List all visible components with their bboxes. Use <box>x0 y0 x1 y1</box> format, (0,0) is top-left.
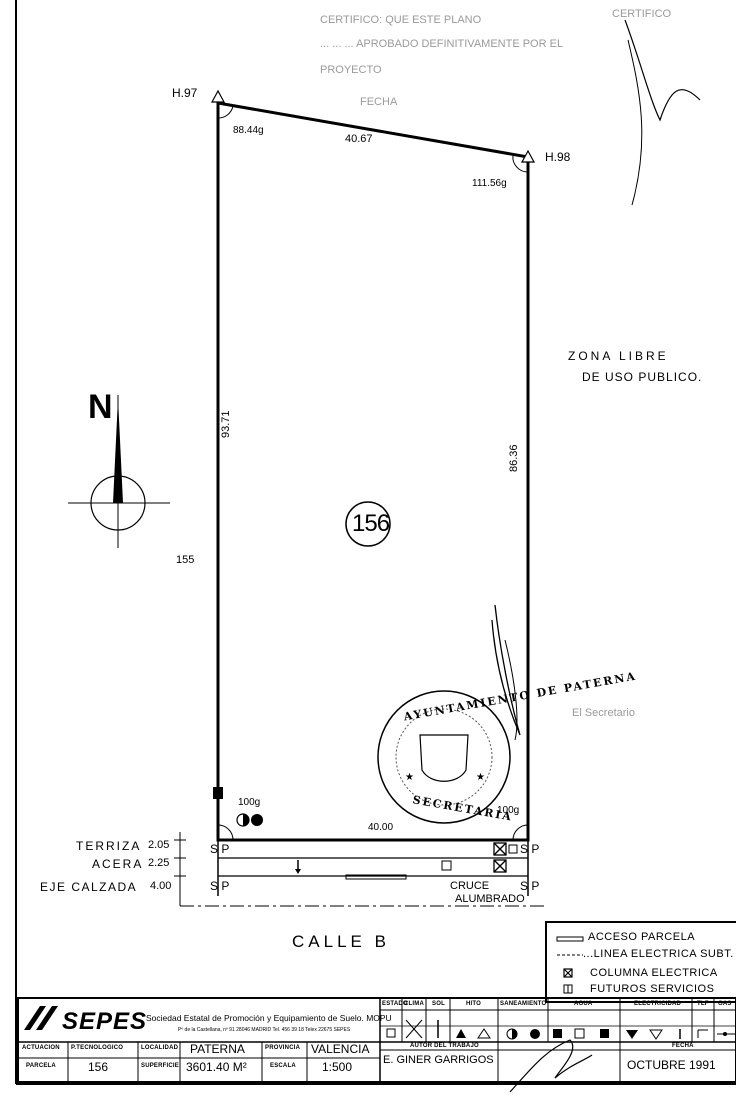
actuacion-label: ACTUACION <box>22 1045 60 1051</box>
column-electric-icon <box>493 842 507 856</box>
cruce-box-icon <box>441 860 452 871</box>
north-label: N <box>88 388 113 426</box>
future-service-icon <box>508 844 518 854</box>
svc-clima: CLIMA <box>404 1001 424 1007</box>
parcel-boundary <box>216 101 530 842</box>
parcel-number: 156 <box>352 510 390 537</box>
zone-label-line2: DE USO PUBLICO. <box>582 370 703 384</box>
access-marker <box>345 874 407 880</box>
hito-ne-marker <box>520 149 536 163</box>
signature-top-right <box>624 19 701 122</box>
fecha-label: FECHA <box>672 1043 694 1049</box>
sp-label-3: S P <box>520 842 540 856</box>
angle-label-ne: 111.56g <box>472 178 507 189</box>
provincia-label: PROVINCIA <box>265 1045 301 1051</box>
escala-label: ESCALA <box>270 1063 296 1069</box>
company-address: Pº de la Castellana, nº 91 28046 MADRID … <box>178 1027 351 1033</box>
localidad-value: PATERNA <box>190 1042 245 1056</box>
north-arrow-icon <box>113 398 123 503</box>
signature-label: El Secretario <box>572 707 635 719</box>
svc-tlf: TLF <box>697 1001 709 1007</box>
corner-label-nw: H.97 <box>172 86 198 100</box>
legend-item-columna: COLUMNA ELECTRICA <box>590 967 718 979</box>
acera-value: 2.25 <box>148 857 170 869</box>
angle-arc-se <box>512 824 529 841</box>
street-name: CALLE B <box>292 932 390 951</box>
legend-item-futuros: FUTUROS SERVICIOS <box>590 983 715 995</box>
sp-label-1: S P <box>210 842 230 856</box>
sepes-logo: SEPES <box>62 1008 148 1035</box>
legend-box <box>545 921 736 1003</box>
autor-value: E. GINER GARRIGOS <box>383 1054 494 1066</box>
alumbrado-label: ALUMBRADO <box>455 893 525 905</box>
stamp-shield-icon <box>419 734 469 782</box>
localidad-label: LOCALIDAD <box>141 1045 179 1051</box>
eje-value: 4.00 <box>150 880 172 892</box>
cert-line-1: CERTIFICO: QUE ESTE PLANO <box>320 14 482 26</box>
cert-line-3: PROYECTO <box>320 64 382 76</box>
angle-arc-nw <box>217 105 234 119</box>
parcela-value: 156 <box>88 1060 109 1074</box>
svc-agua: AGUA <box>574 1001 593 1007</box>
acera-label: ACERA <box>92 857 144 871</box>
eje-label: EJE CALZADA <box>40 880 138 894</box>
cruce-label: CRUCE <box>450 880 490 892</box>
legend-item-acceso: ACCESO PARCELA <box>588 931 696 943</box>
cert-right: CERTIFICO <box>612 8 672 20</box>
meter-icon-2 <box>251 814 263 826</box>
company-name: Sociedad Estatal de Promoción y Equipami… <box>146 1013 392 1023</box>
sp-label-4: S P <box>520 879 540 893</box>
left-length: 93.71 <box>220 410 232 438</box>
escala-value: 1:500 <box>322 1060 353 1074</box>
corner-label-ne: H.98 <box>545 150 571 164</box>
superficie-label: SUPERFICIE <box>141 1063 180 1069</box>
svc-hito: HITO <box>466 1001 482 1007</box>
angle-arc-sw <box>217 824 234 841</box>
terraza-label: TERRIZA <box>76 839 142 853</box>
parcel-number-circle <box>345 501 391 547</box>
parcela-label: PARCELA <box>26 1063 56 1069</box>
title-block-frame <box>17 997 736 1083</box>
terraza-value: 2.05 <box>148 839 170 851</box>
bottom-length: 40.00 <box>368 822 394 833</box>
angle-label-nw: 88.44g <box>233 125 264 136</box>
svc-sol: SOL <box>432 1001 445 1007</box>
legend-item-linea: ...LINEA ELECTRICA SUBT. <box>583 948 734 960</box>
signature-middle <box>491 604 521 736</box>
svc-saneamiento: SANEAMIENTO <box>500 1001 547 1007</box>
meter-icon-1-fill <box>243 814 249 826</box>
top-length: 40.67 <box>345 133 373 145</box>
svc-gas: GAS <box>718 1001 732 1007</box>
fecha-value: OCTUBRE 1991 <box>627 1058 716 1072</box>
neighbor-parcel: 155 <box>176 554 195 566</box>
electric-column-icon <box>213 787 223 799</box>
signature-bottom <box>509 1039 593 1093</box>
autor-label: AUTOR DEL TRABAJO <box>410 1043 479 1049</box>
svc-electricidad: ELECTRICIDAD <box>634 1001 682 1007</box>
zone-label-line1: ZONA LIBRE <box>568 349 669 363</box>
angle-label-sw: 100g <box>238 797 261 808</box>
sp-label-2: S P <box>210 879 230 893</box>
provincia-value: VALENCIA <box>311 1042 370 1056</box>
svg-text:★: ★ <box>405 772 414 783</box>
svc-estado: ESTADO <box>382 1001 408 1007</box>
cert-line-2: ... ... ... APROBADO DEFINITIVAMENTE POR… <box>320 38 564 50</box>
actuacion-value: P.TECNOLOGICO <box>71 1045 124 1051</box>
angle-label-se: 100g <box>497 805 520 816</box>
cert-line-4: FECHA <box>360 96 398 108</box>
svg-text:★: ★ <box>476 772 485 783</box>
hito-nw-marker <box>210 89 226 103</box>
right-length: 86.36 <box>508 444 520 472</box>
municipal-stamp <box>377 690 511 824</box>
sepes-logo-icon <box>24 1006 46 1030</box>
angle-arc-ne <box>512 154 529 173</box>
superficie-value: 3601.40 M² <box>186 1060 247 1074</box>
